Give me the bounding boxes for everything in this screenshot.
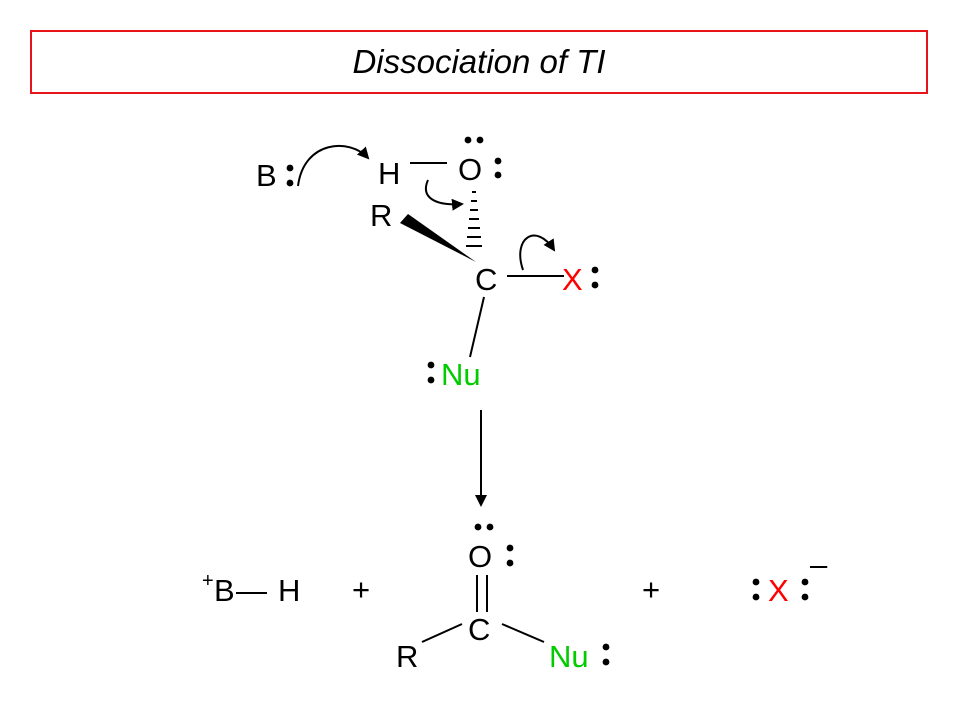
conjugate-acid-b: B [214, 573, 235, 608]
conjugate-acid-charge: + [202, 570, 214, 592]
plus-sign-1: + [352, 572, 370, 607]
product-r-group-label: R [396, 639, 418, 674]
hashed-bond-o-c [466, 191, 482, 247]
product-oxygen-lone-pairs [474, 523, 514, 567]
leaving-ion-lone-pairs [752, 578, 809, 601]
title-box: Dissociation of TI [30, 30, 928, 94]
c-nu-bond [469, 296, 485, 358]
nucleophile-lone-pair [427, 361, 435, 384]
product-oxygen-label: O [468, 539, 492, 574]
curved-arrow-cx-bond-to-x [519, 234, 556, 271]
carbonyl-double-bond [476, 575, 488, 612]
product-nucleophile-label: Nu [549, 639, 589, 674]
leaving-group-lone-pair [591, 266, 599, 289]
product-carbon-label: C [468, 612, 490, 647]
oxygen-lone-pairs [464, 136, 502, 179]
hydrogen-atom-label: H [378, 156, 400, 191]
product-c-nu-bond [501, 623, 545, 643]
base-atom-label: B [256, 158, 277, 193]
plus-sign-2: + [642, 572, 660, 607]
page-title: Dissociation of TI [352, 43, 606, 80]
wedge-bond-r-c [400, 214, 476, 262]
r-c-bond [421, 623, 463, 643]
nucleophile-label: Nu [441, 357, 481, 392]
product-nucleophile-lone-pair [602, 643, 610, 666]
r-group-label: R [370, 198, 392, 233]
oxygen-atom-label: O [458, 152, 482, 187]
carbon-atom-label: C [475, 262, 497, 297]
conjugate-acid-bond: — [236, 573, 267, 608]
leaving-group-label: X [562, 262, 583, 297]
leaving-ion-charge: – [810, 547, 828, 582]
curved-arrow-base-to-h [297, 144, 370, 187]
curved-arrow-oh-bond-to-o [425, 179, 464, 211]
base-lone-pair [286, 164, 294, 187]
leaving-ion-label: X [768, 573, 789, 608]
conjugate-acid-h: H [278, 573, 300, 608]
